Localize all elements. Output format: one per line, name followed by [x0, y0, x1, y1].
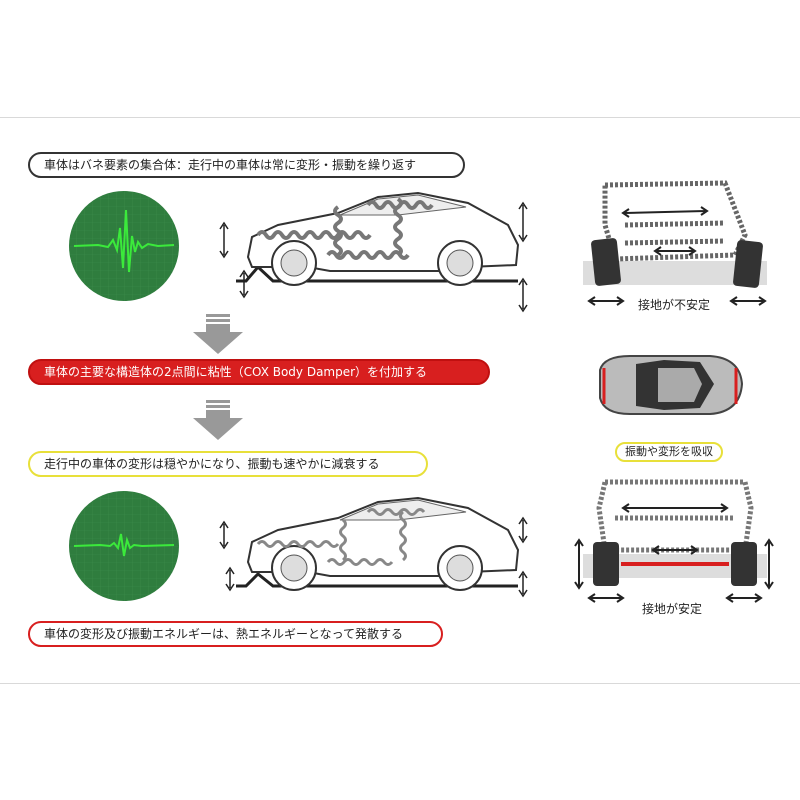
- front-view-stable: [574, 479, 774, 603]
- oscilloscope-stable: [69, 491, 179, 601]
- front-view-unstable: [583, 180, 767, 306]
- car-side-stable: [219, 496, 528, 598]
- car-top-view: [599, 355, 744, 415]
- down-arrow-1: [193, 314, 243, 354]
- caption-step1: 車体はバネ要素の集合体：走行中の車体は常に変形・振動を繰り返す: [28, 152, 465, 178]
- car-side-unstable: [219, 191, 528, 313]
- oscilloscope-unstable: [69, 191, 179, 301]
- bottom-divider: [0, 683, 800, 684]
- caption-step4: 車体の変形及び振動エネルギーは、熱エネルギーとなって発散する: [28, 621, 443, 647]
- stable-ground-label: 接地が安定: [642, 602, 703, 616]
- absorb-label: 振動や変形を吸収: [615, 442, 723, 462]
- caption-step3: 走行中の車体の変形は穏やかになり、振動も速やかに減衰する: [28, 451, 428, 477]
- caption-step2: 車体の主要な構造体の2点間に粘性（COX Body Damper）を付加する: [28, 359, 490, 385]
- down-arrow-2: [193, 400, 243, 440]
- top-divider: [0, 117, 800, 118]
- unstable-ground-label: 接地が不安定: [638, 298, 711, 312]
